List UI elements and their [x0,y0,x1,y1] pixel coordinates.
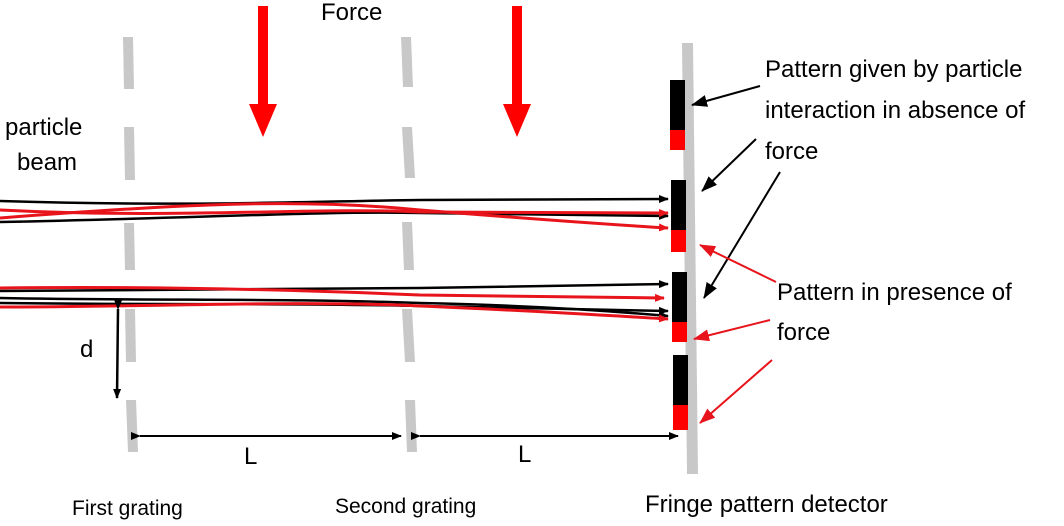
absence-label-2: interaction in absence of [765,97,1026,124]
absence-label-3: force [765,138,818,165]
absence-label-1: Pattern given by particle [765,56,1022,83]
dimension-arrows [113,299,679,440]
force-label: Force [321,0,382,26]
particle-beam-label-1: particle [5,114,82,141]
absence-annotation-arrows [691,85,781,299]
presence-annotation-arrows [693,244,777,424]
fringe-black-2 [671,180,686,230]
second-grating-label: Second grating [335,495,476,518]
spacing-d-label: d [80,336,93,363]
presence-label-2: force [777,319,830,346]
first-grating [123,37,138,452]
lower-beam-paths [0,280,669,323]
fringe-red-1 [670,130,685,150]
fringe-black-3 [672,272,687,322]
fringe-black-1 [670,80,685,130]
fringe-black-4 [673,355,688,405]
fringe-red-4 [673,405,688,430]
detector-label: Fringe pattern detector [645,491,888,518]
distance-l2-label: L [518,441,531,468]
first-grating-label: First grating [72,497,183,520]
second-grating [401,37,417,452]
presence-label-1: Pattern in presence of [777,279,1012,306]
spacing-d-arrow [113,299,123,399]
force-arrow-2 [503,6,531,137]
force-arrow-1 [249,6,277,137]
upper-beam-paths [0,195,669,232]
distance-l1-label: L [244,443,257,470]
fringe-red-3 [672,322,687,342]
fringe-red-2 [671,230,686,252]
force-arrows [249,6,531,137]
fringe-pattern [670,80,688,430]
particle-beam-label-2: beam [17,149,77,176]
